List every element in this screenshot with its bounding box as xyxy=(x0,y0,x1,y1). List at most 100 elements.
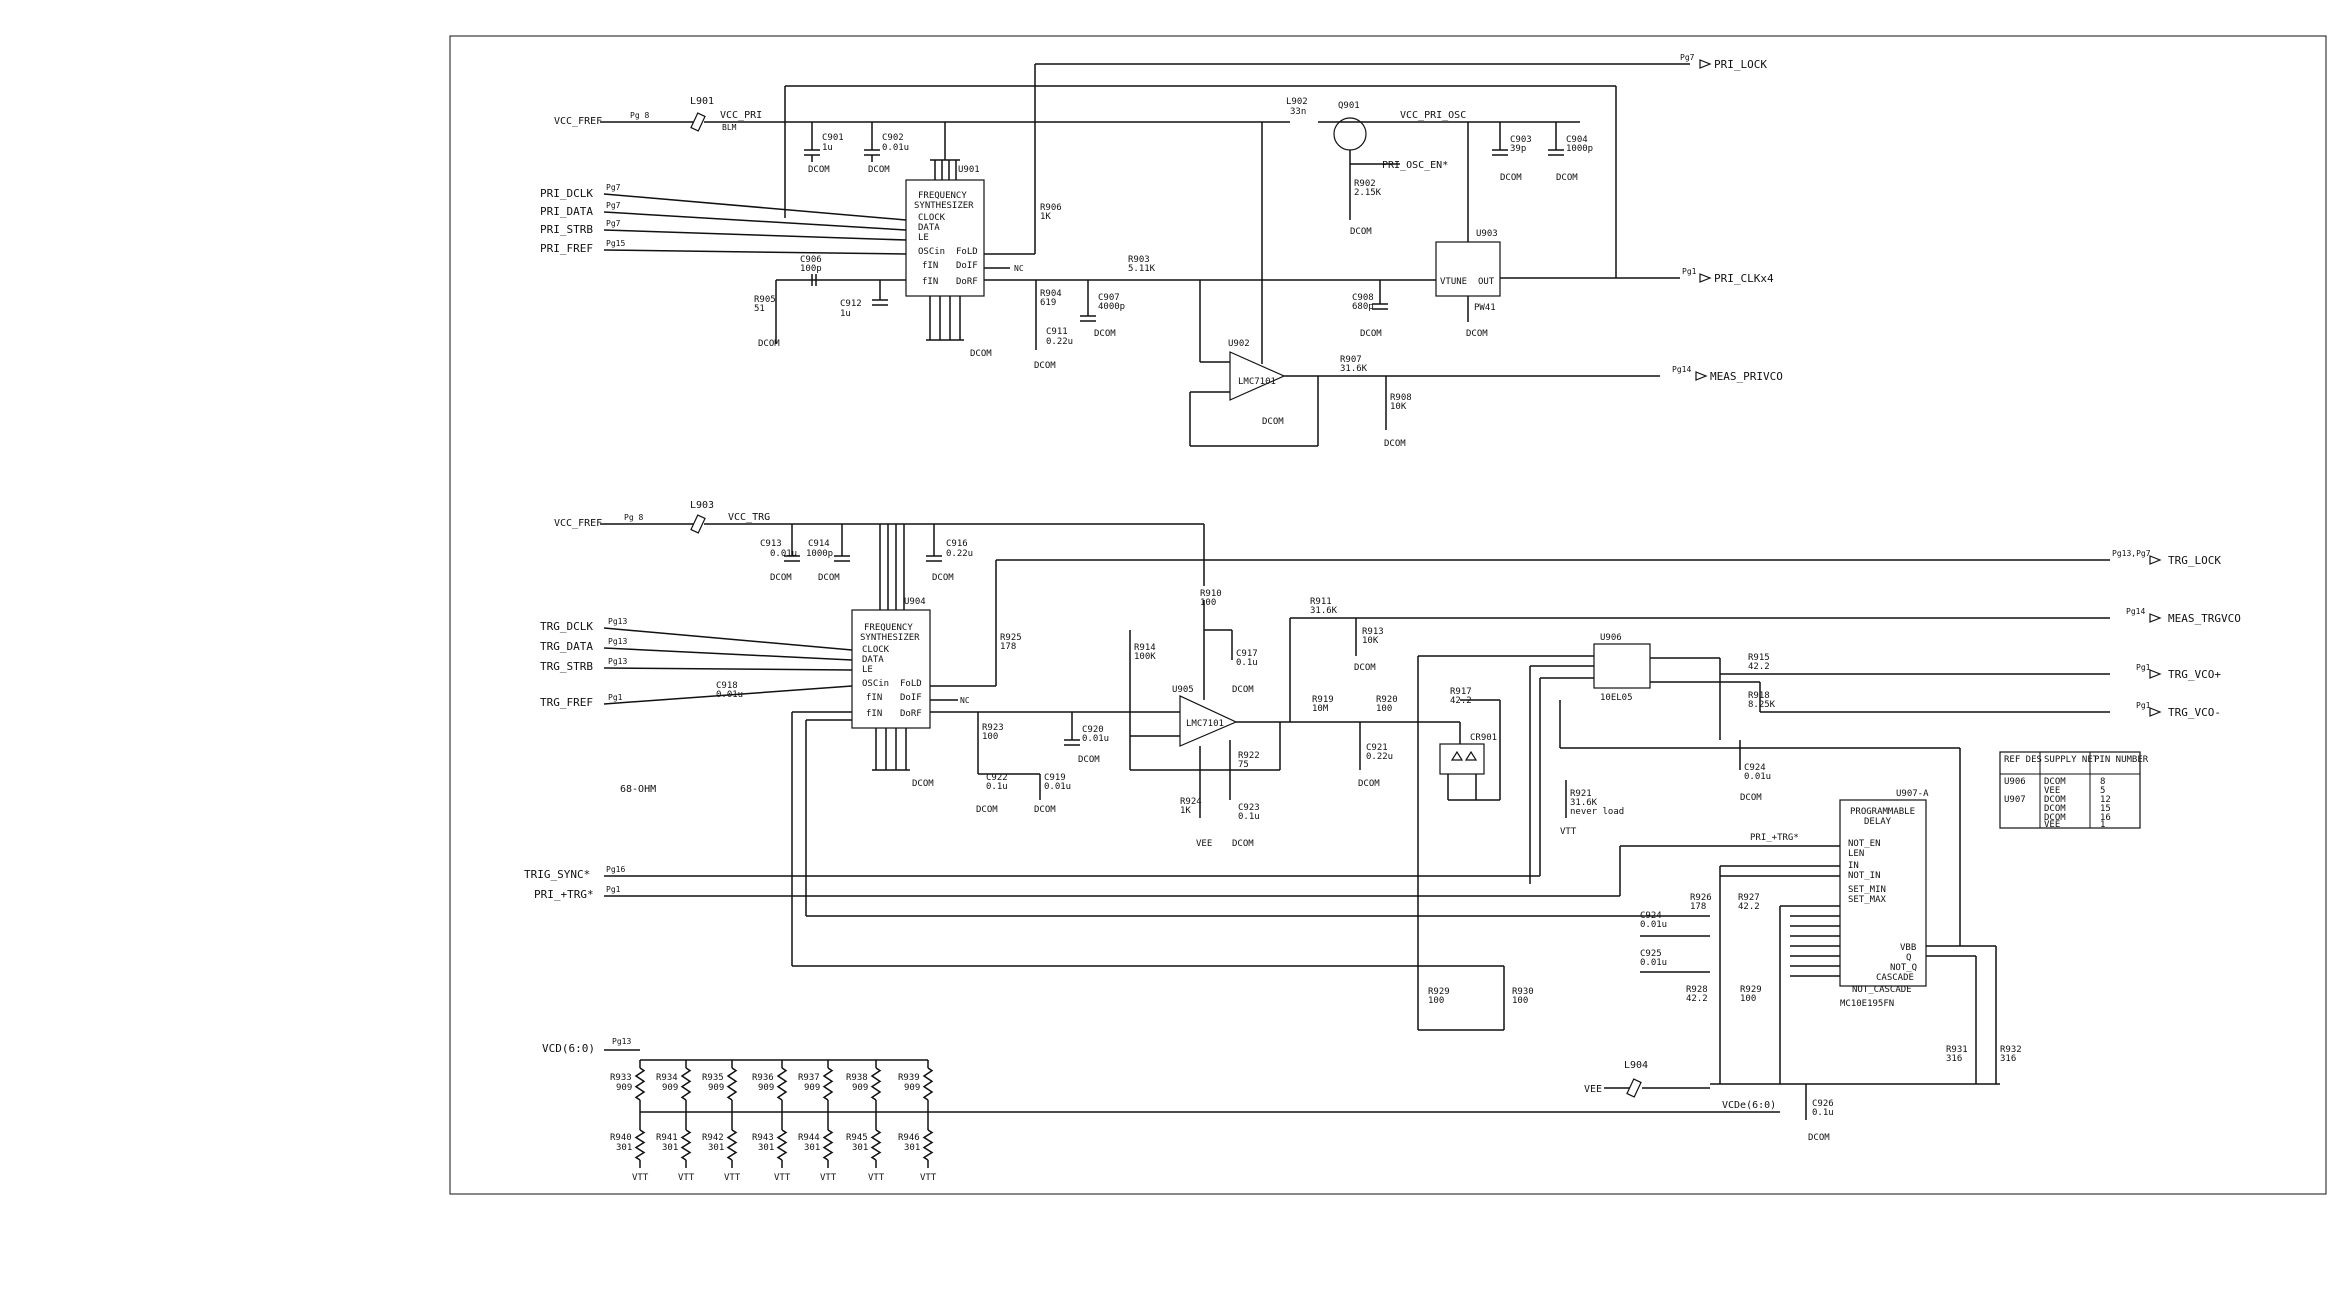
net-pri-fref: PRI_FREF xyxy=(540,242,593,255)
ref-u905: U905 xyxy=(1172,685,1194,695)
page-ref: Pg1 xyxy=(2136,663,2151,672)
net-trg-vco-minus: TRG_VCO- xyxy=(2168,706,2221,719)
note-68-ohm: 68-OHM xyxy=(620,784,656,795)
ref-u903: U903 xyxy=(1476,229,1498,239)
u907-name: PROGRAMMABLE xyxy=(1850,807,1915,817)
table-cell: 8 xyxy=(2100,777,2105,787)
resistor-symbol xyxy=(776,1067,788,1101)
ref-c917: C917 xyxy=(1236,649,1258,659)
ref-u906: U906 xyxy=(1600,633,1622,643)
val-c911: 0.22u xyxy=(1046,337,1073,347)
val-r907: 31.6K xyxy=(1340,364,1368,374)
val-r927: 42.2 xyxy=(1686,994,1708,1004)
supply-vtt: VTT xyxy=(774,1173,791,1183)
val-c904: 1000p xyxy=(1566,144,1593,154)
page-ref: Pg13 xyxy=(608,617,627,626)
ic-u901 xyxy=(905,179,985,297)
resistor-symbol xyxy=(634,1067,646,1101)
val-r914: 100K xyxy=(1134,652,1156,662)
ref-c903: C903 xyxy=(1510,135,1532,145)
net-vcc-fref: VCC_FREF xyxy=(554,116,602,127)
pin-label: fIN xyxy=(866,693,882,703)
ref-r904: R904 xyxy=(1040,289,1062,299)
trg-section: VCC_FREF Pg 8 L903 VCC_TRG C913 0.01u DC… xyxy=(524,500,2241,1085)
val-r904: 619 xyxy=(1040,298,1056,308)
val-c901: 1u xyxy=(822,143,833,153)
resistor-ref: R944 xyxy=(798,1133,820,1143)
resistor-value: 301 xyxy=(616,1143,632,1153)
net-vcd-bus: VCD(6:0) xyxy=(542,1042,595,1055)
ref-r932: R932 xyxy=(2000,1045,2022,1055)
net-trg-vco-plus: TRG_VCO+ xyxy=(2168,668,2221,681)
gnd-dcom: DCOM xyxy=(1384,439,1406,449)
resistor-ref: R942 xyxy=(702,1133,724,1143)
ref-l904: L904 xyxy=(1624,1060,1648,1071)
ref-c926: C926 xyxy=(1812,1099,1834,1109)
ferrite-l903 xyxy=(690,514,706,534)
resistor-ref: R938 xyxy=(846,1073,868,1083)
gnd-dcom: DCOM xyxy=(1808,1133,1830,1143)
pin-label: OSCin xyxy=(918,247,945,257)
ferrite-label: BLM xyxy=(722,123,737,132)
u901-name: SYNTHESIZER xyxy=(914,201,974,211)
val-r923: 1K xyxy=(1180,806,1191,816)
val-r930: 100 xyxy=(1512,996,1528,1006)
ic-u904 xyxy=(851,609,931,729)
ref-c922: C924 xyxy=(1744,763,1766,773)
val-c924: 0.01u xyxy=(1640,920,1667,930)
ref-r923: R924 xyxy=(1180,797,1202,807)
table-cell: VEE xyxy=(2044,820,2060,830)
supply-vee: VEE xyxy=(1584,1084,1602,1095)
supply-table: REF DES SUPPLY NET PIN NUMBER U906 DCOM … xyxy=(1999,751,2149,830)
pin-label: IN xyxy=(1848,861,1859,871)
ref-cr901: CR901 xyxy=(1470,733,1497,743)
val-r922: 31.6K xyxy=(1570,798,1598,808)
resistor-symbol xyxy=(776,1129,788,1161)
resistor-ref: R936 xyxy=(752,1073,774,1083)
pin-label: FoLD xyxy=(956,247,978,257)
pin-label: CLOCK xyxy=(918,213,946,223)
val-c919: 0.01u xyxy=(1082,734,1109,744)
page-ref: Pg1 xyxy=(2136,701,2151,710)
resistor-columns: R933909R940301VTTR934909R941301VTTR93590… xyxy=(610,1060,937,1183)
nc-label: NC xyxy=(960,696,970,705)
table-cell: U906 xyxy=(2004,777,2026,787)
ref-c920: C921 xyxy=(1366,743,1388,753)
val-c917: 0.1u xyxy=(1236,658,1258,668)
val-r924: 178 xyxy=(1000,642,1016,652)
ref-r921: R922 xyxy=(1238,751,1260,761)
ref-c923: C923 xyxy=(1238,803,1260,813)
resistor-ref: R939 xyxy=(898,1073,920,1083)
pin-label: Q xyxy=(1906,953,1911,963)
resistor-ref: R945 xyxy=(846,1133,868,1143)
val-c907: 4000p xyxy=(1098,302,1125,312)
resistor-value: 909 xyxy=(852,1083,868,1093)
net-trg-strb: TRG_STRB xyxy=(540,660,593,673)
ref-c909: C912 xyxy=(840,299,862,309)
pin-label: fIN xyxy=(866,709,882,719)
resistor-symbol xyxy=(870,1067,882,1101)
u903-pin: PW41 xyxy=(1474,303,1496,313)
resistor-ref: R940 xyxy=(610,1133,632,1143)
val-c918: 0.01u xyxy=(716,690,743,700)
table-cell: 12 xyxy=(2100,795,2111,805)
ref-r902: R902 xyxy=(1354,179,1376,189)
gnd-dcom: DCOM xyxy=(868,165,890,175)
val-r910: 100 xyxy=(1200,598,1216,608)
ref-r915: R915 xyxy=(1748,653,1770,663)
resistor-ref: R933 xyxy=(610,1073,632,1083)
gnd-dcom: DCOM xyxy=(1034,805,1056,815)
u901-name: FREQUENCY xyxy=(918,191,967,201)
pin-label: SET_MAX xyxy=(1848,895,1887,905)
opamp-u902 xyxy=(1229,351,1286,401)
val-c920: 0.22u xyxy=(1366,752,1393,762)
ref-r918: R919 xyxy=(1312,695,1334,705)
page-ref: Pg13 xyxy=(608,637,627,646)
pin-label: OSCin xyxy=(862,679,889,689)
table-cell: DCOM xyxy=(2044,804,2066,814)
resistor-symbol xyxy=(822,1067,834,1101)
pin-label: DATA xyxy=(862,655,884,665)
ref-c901: C901 xyxy=(822,133,844,143)
ref-r914: R914 xyxy=(1134,643,1156,653)
